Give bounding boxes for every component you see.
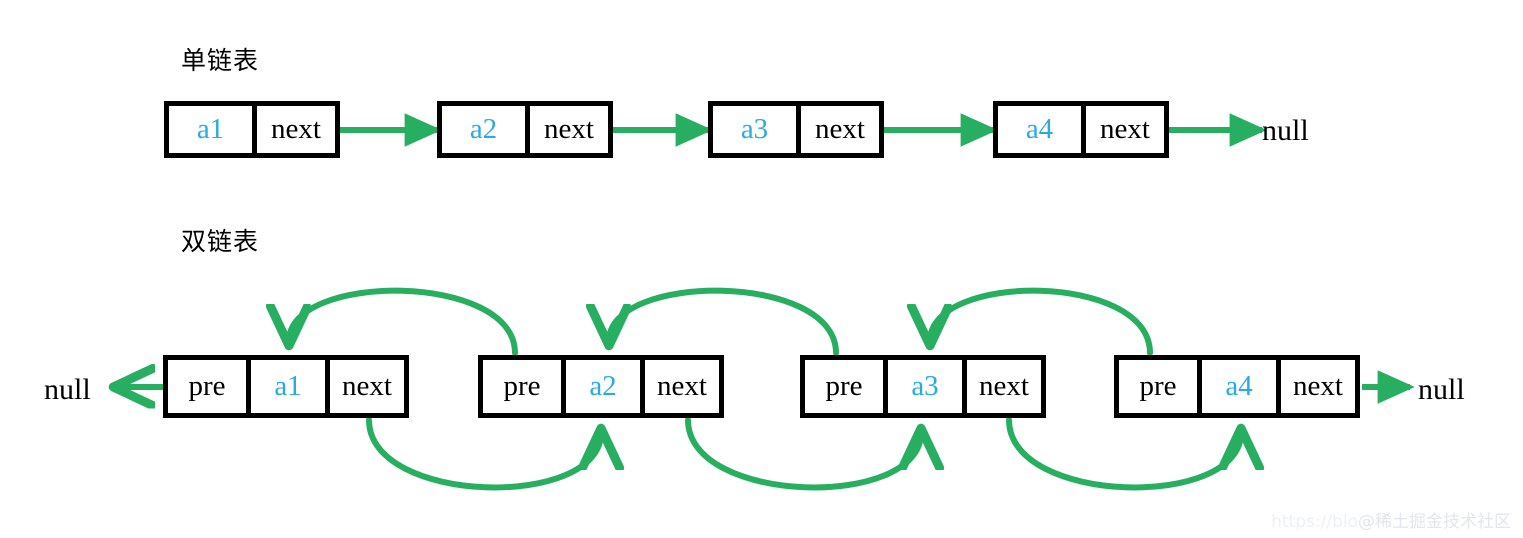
doubly-node-3[interactable]: pre a3 next bbox=[800, 355, 1046, 418]
singly-node-1-data: a1 bbox=[169, 106, 252, 153]
singly-node-4-data: a4 bbox=[998, 106, 1081, 153]
singly-node-4[interactable]: a4 next bbox=[993, 101, 1169, 158]
doubly-node-1-data: a1 bbox=[246, 360, 325, 413]
next-curve-2-to-3 bbox=[685, 417, 921, 491]
singly-node-1[interactable]: a1 next bbox=[164, 101, 340, 158]
doubly-node-4-data: a4 bbox=[1197, 360, 1276, 413]
doubly-list-null-head: null bbox=[44, 373, 91, 406]
doubly-node-3-data: a3 bbox=[883, 360, 962, 413]
doubly-list-next-curves bbox=[366, 417, 1241, 491]
doubly-node-4[interactable]: pre a4 next bbox=[1114, 355, 1360, 418]
pre-curve-3-to-2 bbox=[609, 287, 839, 356]
singly-node-2[interactable]: a2 next bbox=[437, 101, 613, 158]
singly-node-1-next: next bbox=[252, 106, 335, 153]
pre-curve-2-to-1 bbox=[289, 287, 518, 356]
doubly-node-2-next: next bbox=[640, 360, 719, 413]
doubly-node-1[interactable]: pre a1 next bbox=[163, 355, 409, 418]
watermark-text: @稀土掘金技术社区 bbox=[1358, 512, 1511, 532]
doubly-node-2-pre: pre bbox=[483, 360, 561, 413]
singly-node-4-next: next bbox=[1081, 106, 1164, 153]
doubly-node-4-next: next bbox=[1276, 360, 1355, 413]
next-curve-1-to-2 bbox=[366, 417, 601, 491]
singly-node-3-next: next bbox=[796, 106, 879, 153]
singly-node-3-data: a3 bbox=[713, 106, 796, 153]
doubly-node-3-next: next bbox=[962, 360, 1041, 413]
doubly-node-2-data: a2 bbox=[561, 360, 640, 413]
doubly-node-4-pre: pre bbox=[1119, 360, 1197, 413]
singly-node-2-data: a2 bbox=[442, 106, 525, 153]
next-curve-3-to-4 bbox=[1006, 417, 1241, 491]
doubly-node-3-pre: pre bbox=[805, 360, 883, 413]
singly-node-2-next: next bbox=[525, 106, 608, 153]
doubly-node-1-next: next bbox=[325, 360, 404, 413]
singly-list-null-terminator: null bbox=[1262, 114, 1309, 147]
watermark: https://blo@稀土掘金技术社区 bbox=[1271, 507, 1511, 532]
watermark-url: https://blo bbox=[1271, 512, 1358, 532]
pre-curve-4-to-3 bbox=[930, 287, 1153, 356]
singly-node-3[interactable]: a3 next bbox=[708, 101, 884, 158]
doubly-node-1-pre: pre bbox=[168, 360, 246, 413]
doubly-list-null-tail: null bbox=[1418, 373, 1465, 406]
doubly-node-2[interactable]: pre a2 next bbox=[478, 355, 724, 418]
page-title-doubly-linked-list: 双链表 bbox=[181, 227, 260, 256]
doubly-list-pre-curves bbox=[289, 287, 1153, 356]
page-title-singly-linked-list: 单链表 bbox=[181, 46, 260, 75]
